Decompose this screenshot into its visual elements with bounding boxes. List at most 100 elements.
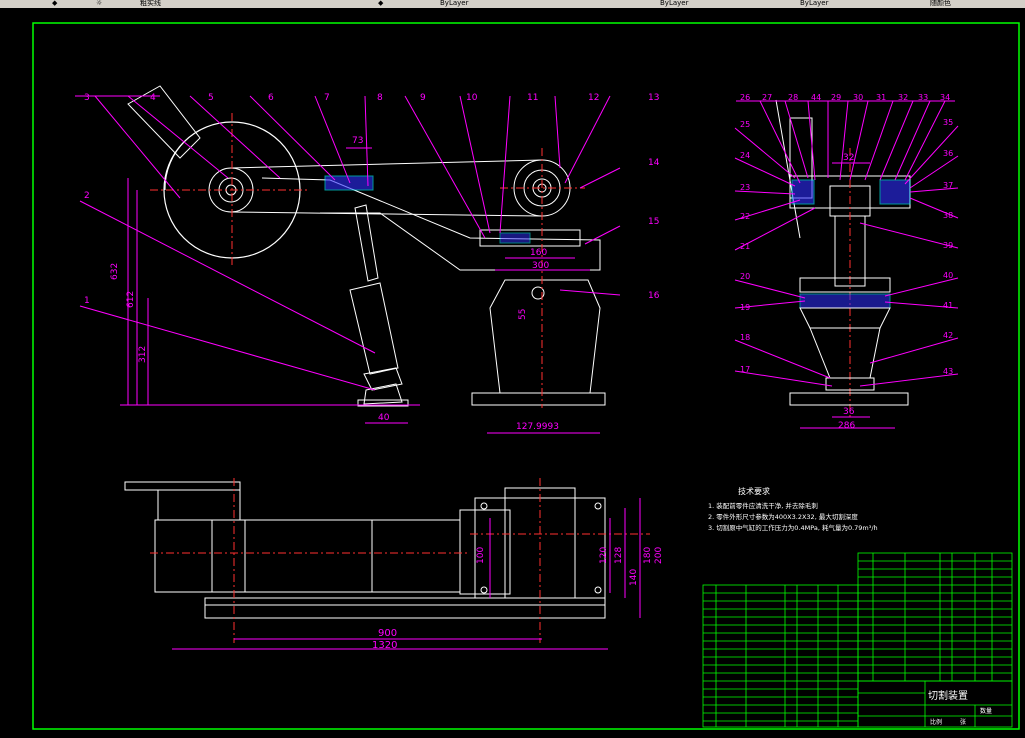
callout-26: 26 [740, 93, 750, 102]
dim-200: 200 [654, 547, 664, 564]
hinge-bracket [324, 175, 374, 191]
callout-1: 1 [84, 296, 90, 306]
callout-9: 9 [420, 93, 426, 103]
swing-arm [261, 177, 601, 271]
side-base-plate [789, 392, 909, 406]
dim-286: 286 [838, 421, 855, 431]
side-view: 32 36 286 [734, 93, 959, 431]
dim-632: 632 [110, 263, 120, 280]
dim-32: 32 [843, 153, 854, 163]
sheet-border [32, 22, 1020, 730]
dim-180: 180 [643, 547, 653, 564]
callout-22: 22 [740, 212, 750, 221]
callout-38: 38 [943, 211, 953, 220]
linetype-combo[interactable]: ByLayer [660, 0, 689, 7]
callout-32: 32 [898, 93, 908, 102]
notes-title: 技术要求 [738, 486, 770, 496]
callout-25: 25 [740, 120, 750, 129]
callout-11: 11 [527, 93, 538, 103]
lineweight-combo[interactable]: ByLayer [800, 0, 829, 7]
blade-guard [127, 85, 201, 159]
callout-17: 17 [740, 365, 750, 374]
air-cylinder [349, 282, 399, 375]
callout-42: 42 [943, 331, 953, 340]
top-view: 900 1320 100 120 128 140 180 200 [124, 478, 664, 651]
callout-21: 21 [740, 242, 750, 251]
dim-900: 900 [378, 628, 397, 639]
callout-14: 14 [648, 158, 660, 168]
note-1: 1. 装配前零件应清洗干净, 并去除毛刺 [708, 501, 818, 510]
callout-20: 20 [740, 272, 750, 281]
callout-39: 39 [943, 241, 953, 250]
callout-43: 43 [943, 367, 953, 376]
dim-140: 140 [629, 569, 639, 586]
callout-12: 12 [588, 93, 599, 103]
tb-scale-label: 比例 [930, 718, 942, 726]
callout-37: 37 [943, 181, 953, 190]
dim-160: 160 [530, 248, 547, 258]
callout-30: 30 [853, 93, 863, 102]
callout-18: 18 [740, 333, 750, 342]
dim-100: 100 [476, 547, 486, 564]
front-view: 632 612 312 40 127.9993 73 160 300 55 [75, 85, 660, 434]
callout-36: 36 [943, 149, 953, 158]
top-base [204, 597, 606, 619]
callout-13: 13 [648, 93, 659, 103]
callout-24: 24 [740, 151, 750, 160]
dim-300: 300 [532, 261, 549, 271]
callout-33: 33 [918, 93, 928, 102]
callout-4: 4 [150, 93, 156, 103]
dim-312: 312 [138, 346, 148, 363]
callout-23: 23 [740, 183, 750, 192]
callout-8: 8 [377, 93, 383, 103]
callout-15: 15 [648, 217, 659, 227]
note-3: 3. 切割原中气缸的工作压力为0.4MPa, 耗气量为0.79m³/h [708, 523, 878, 532]
callout-7: 7 [324, 93, 330, 103]
callout-44: 44 [811, 93, 821, 102]
callout-19: 19 [740, 303, 750, 312]
dim-127: 127.9993 [516, 422, 559, 432]
dim-73: 73 [352, 136, 363, 146]
piston-rod [354, 204, 379, 282]
sun-icon[interactable]: ☼ [96, 0, 103, 7]
drawing-canvas[interactable]: 632 612 312 40 127.9993 73 160 300 55 [0, 8, 1025, 734]
tb-sheet-label: 张 [960, 718, 966, 726]
dim-36: 36 [843, 407, 855, 417]
parts-list [702, 552, 1013, 728]
dim-55: 55 [518, 309, 528, 320]
pedestal [489, 279, 601, 394]
drawing-svg: 632 612 312 40 127.9993 73 160 300 55 [32, 22, 1020, 730]
callout-27: 27 [762, 93, 772, 102]
callout-16: 16 [648, 291, 660, 301]
dim-40: 40 [378, 413, 390, 423]
dim-1320: 1320 [372, 640, 397, 651]
callout-29: 29 [831, 93, 841, 102]
dim-128: 128 [614, 547, 624, 564]
callout-31: 31 [876, 93, 886, 102]
technical-notes: 技术要求 1. 装配前零件应清洗干净, 并去除毛刺 2. 零件外形尺寸参数为40… [708, 486, 878, 532]
callout-6: 6 [268, 93, 274, 103]
callout-41: 41 [943, 301, 953, 310]
top-guard [124, 481, 241, 491]
callout-28: 28 [788, 93, 798, 102]
dim-612: 612 [126, 291, 136, 308]
callout-34: 34 [940, 93, 950, 102]
callout-35: 35 [943, 118, 953, 127]
layer-state-icon[interactable]: ◆ [378, 0, 384, 7]
dim-120: 120 [599, 547, 609, 564]
plotstyle-combo[interactable]: 随颜色 [930, 0, 951, 7]
base-column [809, 327, 881, 379]
base-plate [471, 392, 606, 406]
callout-10: 10 [466, 93, 478, 103]
top-arm [154, 519, 461, 593]
callout-40: 40 [943, 271, 953, 280]
note-2: 2. 零件外形尺寸参数为400X3.2X32, 最大切割深度 [708, 512, 858, 521]
drawing-name: 切割装置 [928, 689, 968, 702]
tb-qty-label: 数量 [980, 707, 992, 715]
callout-2: 2 [84, 191, 90, 201]
layer-name[interactable]: 粗实线 [140, 0, 161, 7]
callout-5: 5 [208, 93, 214, 103]
color-combo[interactable]: ByLayer [440, 0, 469, 7]
layer-icon[interactable]: ◆ [52, 0, 58, 7]
callout-3: 3 [84, 93, 90, 103]
